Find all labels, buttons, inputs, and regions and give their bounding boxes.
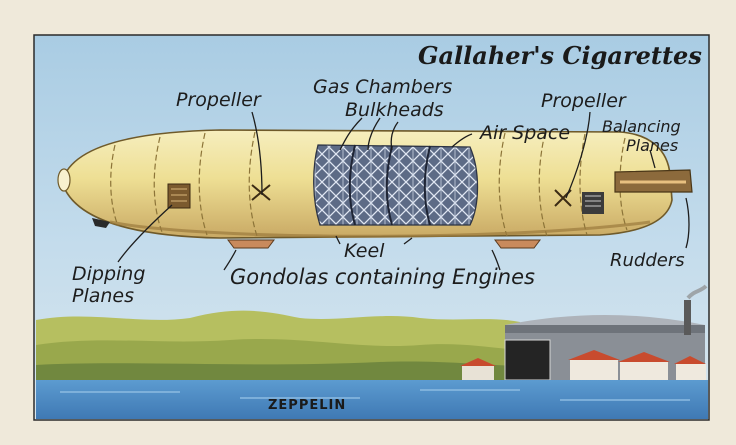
gondola-rear bbox=[494, 239, 541, 249]
label-dipping-planes-2: Planes bbox=[72, 285, 134, 307]
zeppelin-airship bbox=[57, 129, 693, 249]
front-fin bbox=[92, 218, 110, 228]
frame-rings bbox=[110, 131, 628, 237]
leader-lines bbox=[117, 111, 690, 271]
label-keel: Keel bbox=[344, 240, 385, 262]
keel-line bbox=[109, 220, 651, 238]
treeline bbox=[36, 361, 520, 380]
nose-cap bbox=[57, 168, 71, 192]
label-gas-chambers: Gas Chambers bbox=[313, 76, 452, 98]
gas-chambers-cutaway bbox=[313, 144, 479, 226]
label-balancing-planes-1: Balancing bbox=[602, 117, 681, 136]
houses bbox=[460, 350, 706, 382]
label-gondolas: Gondolas containing Engines bbox=[230, 265, 535, 289]
label-dipping-planes-1: Dipping bbox=[72, 263, 145, 285]
propeller-front bbox=[251, 184, 271, 201]
label-balancing-planes-2: Planes bbox=[626, 136, 678, 155]
label-bulkheads: Bulkheads bbox=[345, 99, 444, 121]
bulkhead-rings bbox=[348, 144, 431, 226]
label-propeller-left: Propeller bbox=[176, 89, 262, 111]
label-rudders: Rudders bbox=[610, 250, 685, 271]
label-air-space: Air Space bbox=[478, 122, 570, 144]
rear-rudder-box bbox=[582, 192, 604, 214]
water-ripples bbox=[60, 389, 690, 401]
label-propeller-right: Propeller bbox=[541, 90, 627, 112]
brand-title: Gallaher's Cigarettes bbox=[418, 41, 702, 70]
gondola-front bbox=[227, 239, 275, 249]
caption-zeppelin: ZEPPELIN bbox=[268, 398, 346, 413]
dipping-planes bbox=[167, 183, 191, 209]
